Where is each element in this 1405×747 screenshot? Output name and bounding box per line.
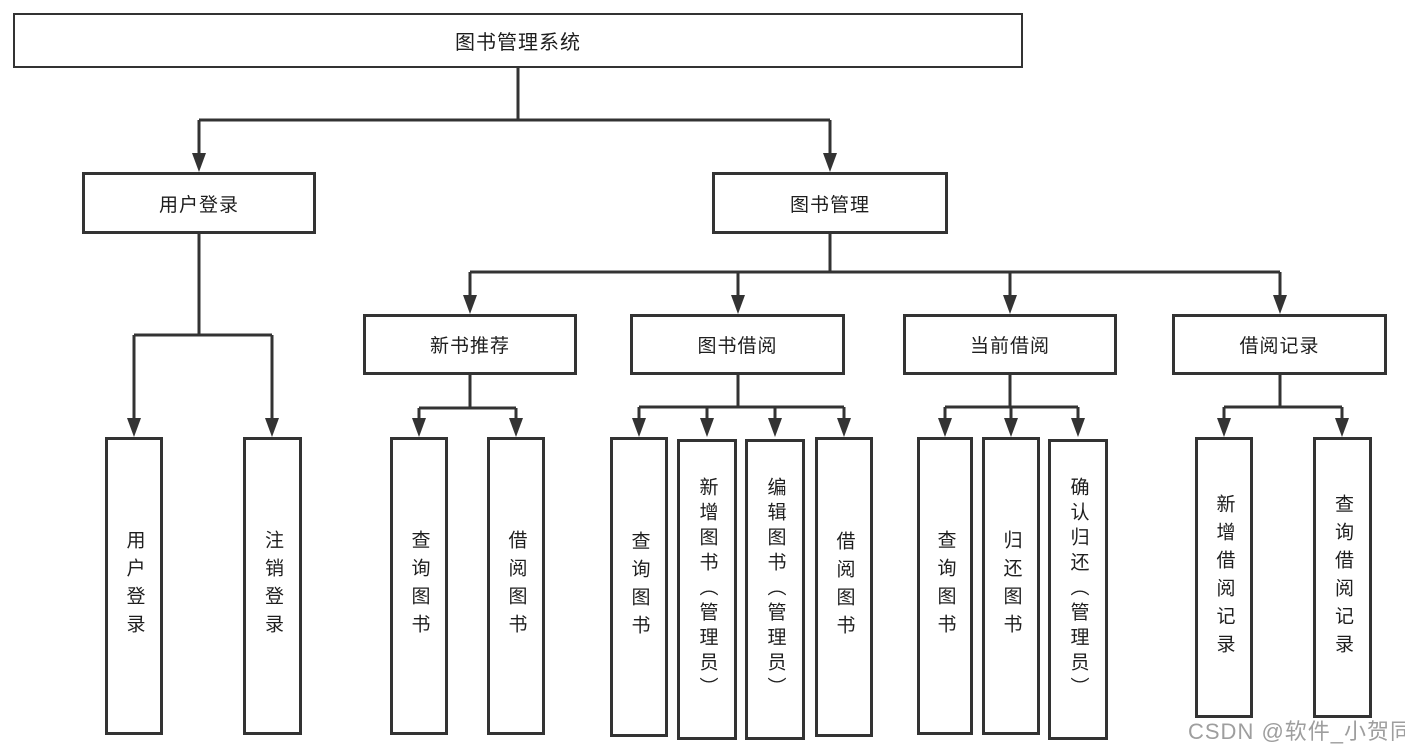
leaf-label: 借阅图书 [505, 530, 527, 642]
leaf-return-books: 归还图书 [982, 437, 1040, 735]
node-current-borrowing: 当前借阅 [903, 314, 1117, 375]
node-label: 借阅记录 [1239, 336, 1320, 357]
arrowhead [265, 418, 279, 437]
connector-stems [132, 66, 1344, 420]
arrowhead [823, 153, 837, 172]
leaf-label: 查询借阅记录 [1332, 493, 1353, 662]
leaf-query-books-recommend: 查询图书 [390, 437, 448, 735]
leaf-label: 新增图书（管理员） [696, 477, 718, 702]
node-label: 用户登录 [158, 194, 239, 216]
leaf-label: 借阅图书 [833, 531, 855, 643]
leaf-confirm-return-admin: 确认归还（管理员） [1048, 439, 1108, 740]
leaf-edit-books-admin: 编辑图书（管理员） [745, 439, 805, 740]
arrowheads [127, 153, 1349, 437]
node-label: 当前借阅 [969, 336, 1050, 357]
arrowhead [1003, 295, 1017, 314]
leaf-label: 用户登录 [123, 530, 145, 642]
arrowhead [632, 418, 646, 437]
node-user-login: 用户登录 [82, 172, 316, 234]
node-new-book-recommendation: 新书推荐 [363, 314, 577, 375]
leaf-query-books-current: 查询图书 [917, 437, 973, 735]
node-label: 图书管理 [789, 194, 870, 216]
leaf-label: 注销登录 [262, 530, 283, 642]
node-library-management-system: 图书管理系统 [13, 13, 1023, 68]
arrowhead [1217, 418, 1231, 437]
arrowhead [1273, 295, 1287, 314]
node-label: 图书管理系统 [455, 32, 581, 54]
node-book-borrowing: 图书借阅 [630, 314, 845, 375]
node-book-management: 图书管理 [712, 172, 948, 234]
leaf-label: 归还图书 [1000, 530, 1022, 642]
csdn-watermark: CSDN @软件_小贺同学 [1188, 719, 1405, 744]
leaf-add-borrow-record: 新增借阅记录 [1195, 437, 1253, 718]
arrowhead [731, 295, 745, 314]
leaf-label: 查询图书 [628, 531, 650, 643]
arrowhead [768, 418, 782, 437]
leaf-label: 新增借阅记录 [1213, 493, 1235, 662]
arrowhead [837, 418, 851, 437]
arrowhead [463, 295, 477, 314]
leaf-borrow-books: 借阅图书 [815, 437, 873, 737]
arrowhead [192, 153, 206, 172]
arrowhead [938, 418, 952, 437]
node-borrowing-records: 借阅记录 [1172, 314, 1387, 375]
leaf-user-login: 用户登录 [105, 437, 163, 735]
arrowhead [509, 418, 523, 437]
leaf-label: 查询图书 [408, 530, 430, 642]
node-label: 新书推荐 [429, 336, 510, 357]
leaf-label: 确认归还（管理员） [1067, 477, 1089, 702]
node-label: 图书借阅 [697, 336, 778, 357]
arrowhead [412, 418, 426, 437]
leaf-query-books-borrow: 查询图书 [610, 437, 668, 737]
arrowhead [700, 418, 714, 437]
leaf-add-books-admin: 新增图书（管理员） [677, 439, 737, 740]
arrowhead [1004, 418, 1018, 437]
arrowhead [1071, 418, 1085, 437]
leaf-query-borrow-record: 查询借阅记录 [1313, 437, 1372, 718]
leaf-logout: 注销登录 [243, 437, 302, 735]
arrowhead [127, 418, 141, 437]
leaf-label: 查询图书 [934, 530, 956, 642]
leaf-label: 编辑图书（管理员） [764, 477, 786, 702]
arrowhead [1335, 418, 1349, 437]
leaf-borrow-books-recommend: 借阅图书 [487, 437, 545, 735]
